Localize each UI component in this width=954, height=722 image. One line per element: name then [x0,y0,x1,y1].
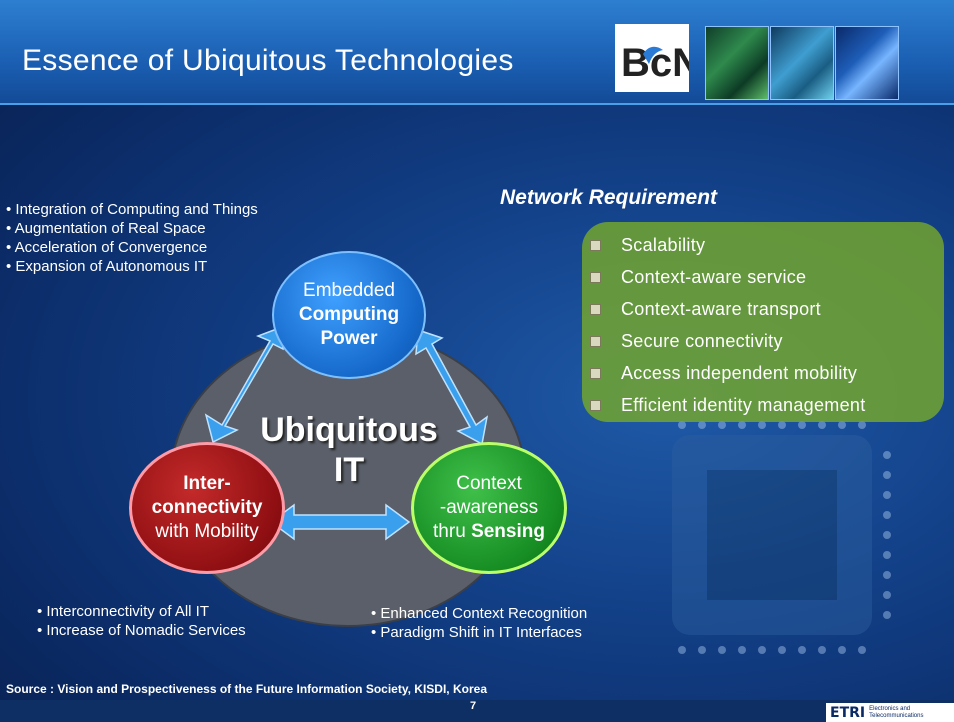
left-bullet-list: • Integration of Computing and Things • … [6,200,258,276]
network-requirement-list: Scalability Context-aware service Contex… [590,229,866,421]
square-bullet-icon [590,335,601,347]
requirement-item: Efficient identity management [590,389,866,421]
circle-label: Inter- [183,473,231,494]
header-image-2 [770,26,834,100]
bottom-bullet-item: • Paradigm Shift in IT Interfaces [371,624,582,641]
square-bullet-icon [590,239,601,251]
circle-label: Embedded [303,280,395,301]
requirement-item: Secure connectivity [590,325,866,357]
square-bullet-icon [590,399,601,411]
circle-label: connectivity [151,497,263,518]
bottom-bullet-item: • Enhanced Context Recognition [371,605,588,622]
left-bullet-item: • Augmentation of Real Space [6,220,206,237]
circle-label: Sensing [471,521,545,542]
requirement-label: Access independent mobility [621,362,858,383]
circle-label: Power [320,328,378,349]
arrow-bottom [269,503,411,541]
requirement-item: Scalability [590,229,866,261]
embedded-computing-circle: Embedded Computing Power [272,251,426,379]
requirement-label: Efficient identity management [621,394,866,415]
square-bullet-icon [590,303,601,315]
network-requirement-box [582,222,944,422]
circle-label: Computing [298,304,400,325]
left-bullet-item: • Acceleration of Convergence [6,239,208,256]
bottom-bullet-item: • Increase of Nomadic Services [37,622,246,639]
header-bar: Essence of Ubiquitous Technologies BcN [0,0,954,105]
etri-logo-text: Electronics and Telecommunications [869,705,924,719]
bcn-logo: BcN [615,24,689,92]
square-bullet-icon [590,271,601,283]
left-bullet-item: • Integration of Computing and Things [6,201,258,218]
bottom-right-bullet-list: • Enhanced Context Recognition • Paradig… [371,604,587,642]
requirement-label: Context-aware transport [621,298,821,319]
circle-label: with Mobility [155,521,259,542]
circle-label: Context [456,473,522,494]
requirement-label: Scalability [621,234,706,255]
requirement-item: Context-aware service [590,261,866,293]
footer-bar [0,700,954,722]
requirement-label: Context-aware service [621,266,807,287]
network-requirement-title: Network Requirement [500,186,718,209]
header-image-1 [705,26,769,100]
etri-logo-mark: ETRI [830,704,866,721]
page-number: 7 [470,700,477,712]
etri-logo: ETRI Electronics and Telecommunications [826,703,954,722]
header-image-3 [835,26,899,100]
chip-background-graphic [672,421,891,654]
requirement-label: Secure connectivity [621,330,783,351]
context-awareness-circle: Context -awareness thru Sensing [411,442,567,574]
center-label: Ubiquitous [260,411,438,449]
source-citation: Source : Vision and Prospectiveness of t… [6,682,487,696]
center-label: IT [333,451,365,489]
circle-label-line: thru Sensing [433,520,545,544]
circle-label: -awareness [439,497,539,518]
square-bullet-icon [590,367,601,379]
circle-label: thru [433,521,472,542]
bottom-bullet-item: • Interconnectivity of All IT [37,603,209,620]
left-bullet-item: • Expansion of Autonomous IT [6,258,208,275]
ubiquitous-it-label: Ubiquitous IT [226,410,472,490]
interconnectivity-circle: Inter- connectivity with Mobility [129,442,285,574]
slide-title: Essence of Ubiquitous Technologies [22,44,514,77]
bottom-left-bullet-list: • Interconnectivity of All IT • Increase… [37,602,246,640]
requirement-item: Access independent mobility [590,357,866,389]
requirement-item: Context-aware transport [590,293,866,325]
